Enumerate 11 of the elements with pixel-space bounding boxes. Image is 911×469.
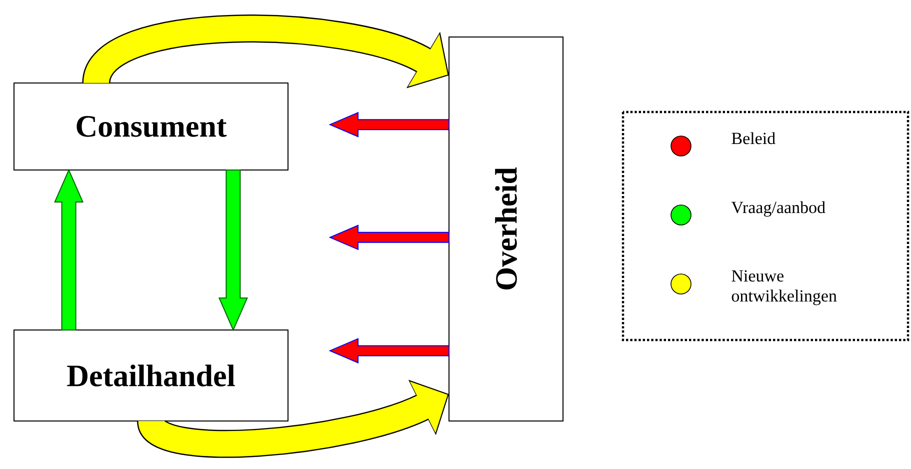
process-box: Overheid bbox=[448, 36, 564, 422]
block-arrow bbox=[328, 112, 450, 138]
legend-label: Beleid bbox=[732, 132, 776, 144]
block-arrow bbox=[328, 338, 450, 364]
legend-label: Nieuwe ontwikkelingen bbox=[732, 270, 837, 306]
block-arrow bbox=[328, 224, 450, 250]
process-box: Detailhandel bbox=[14, 330, 288, 422]
block-arrow bbox=[54, 168, 84, 330]
block-arrow bbox=[218, 170, 248, 332]
process-box: Consument bbox=[14, 82, 288, 170]
legend-label: Vraag/aanbod bbox=[731, 201, 826, 217]
